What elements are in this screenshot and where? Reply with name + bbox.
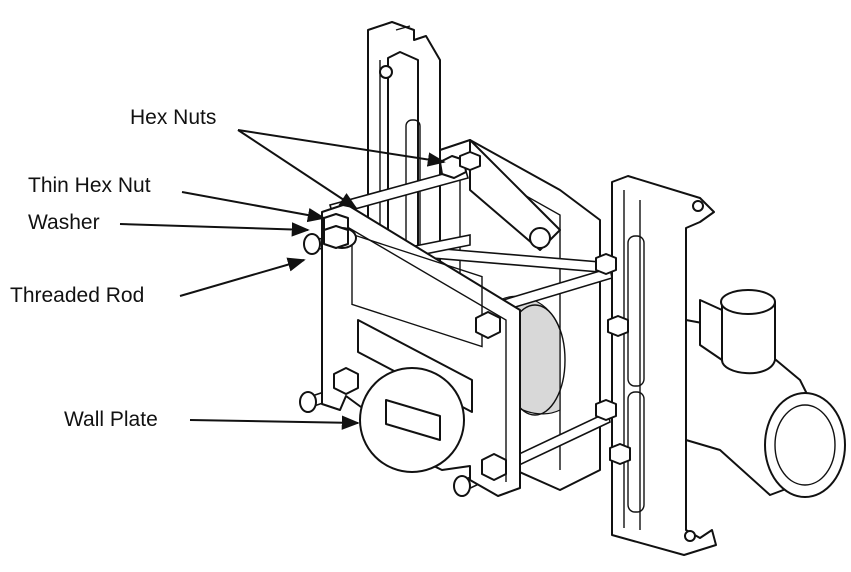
drain-fitting — [685, 289, 846, 498]
hardware-nuts — [299, 151, 631, 497]
label-threaded-rod: Threaded Rod — [10, 284, 145, 307]
label-wall-plate: Wall Plate — [64, 408, 158, 431]
leader-thin-hex-nut — [181, 191, 326, 223]
leader-hex-nuts-lower — [237, 129, 358, 209]
leader-threaded-rod — [179, 257, 306, 297]
leader-hex-nuts-upper — [237, 129, 446, 167]
front-upright-bracket — [611, 175, 717, 556]
label-washer: Washer — [28, 211, 100, 234]
label-thin-hex-nut: Thin Hex Nut — [28, 174, 151, 197]
label-hex-nuts: Hex Nuts — [130, 106, 217, 129]
callout-leaders — [119, 129, 446, 430]
wall-plate-drawing — [321, 203, 521, 497]
leader-wall-plate — [189, 415, 360, 430]
leader-washer — [119, 222, 310, 237]
